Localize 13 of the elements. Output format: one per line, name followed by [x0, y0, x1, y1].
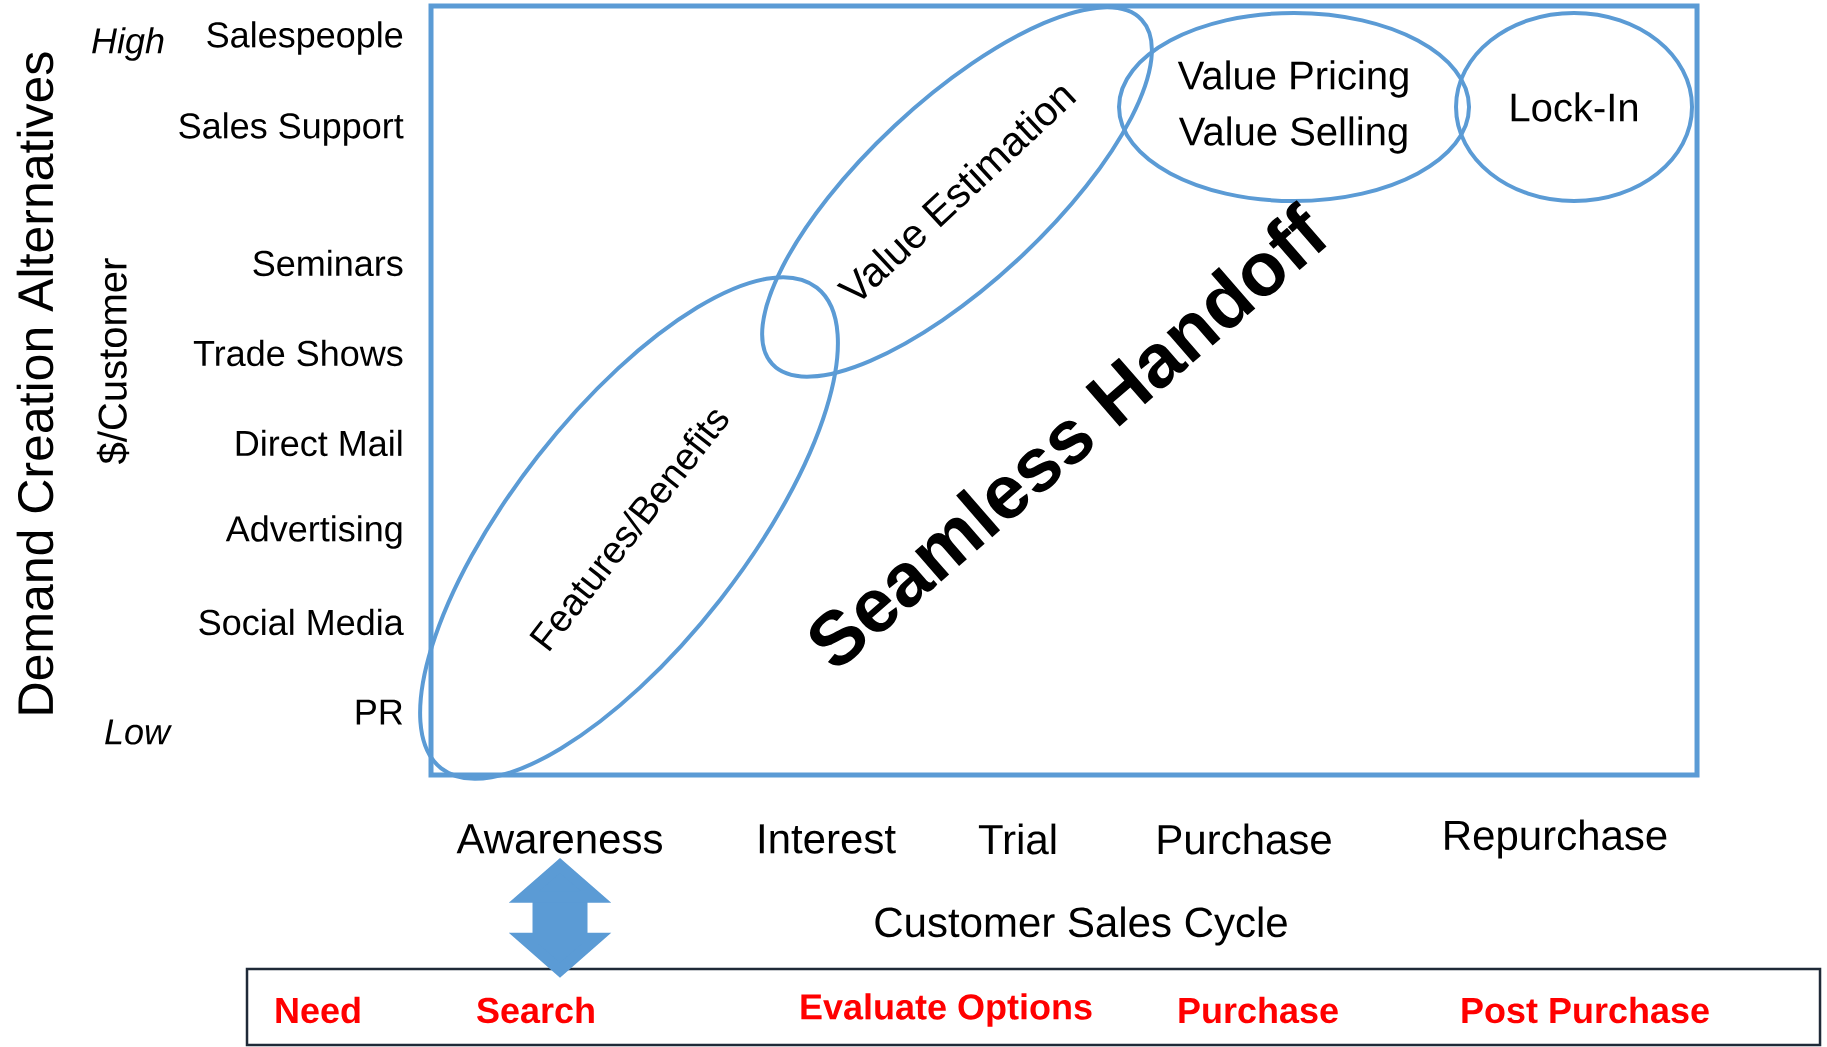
- scale-label: Low: [105, 719, 172, 745]
- axis-title: Demand Creation Alternatives: [16, 52, 54, 714]
- category-label: Purchase: [1158, 823, 1331, 855]
- category-label: Salespeople: [207, 21, 403, 55]
- scale-label: High: [92, 27, 164, 61]
- axis-title: $/Customer: [96, 258, 130, 464]
- category-label: Repurchase: [1445, 819, 1667, 859]
- category-label: Sales Support: [179, 112, 404, 146]
- stage-label: Awareness: [456, 824, 662, 854]
- stage-bar: Need Search Evaluate Options Purchase Post Purchase: [245, 967, 1822, 1047]
- category-label: Interest: [759, 824, 896, 854]
- category-label: Seminars: [253, 249, 403, 277]
- category-label: Trial: [978, 823, 1056, 855]
